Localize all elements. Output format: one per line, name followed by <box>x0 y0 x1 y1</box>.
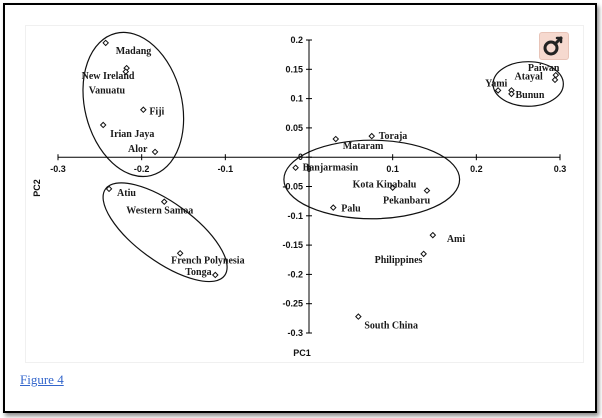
point-label: Banjarmasin <box>303 163 359 174</box>
point-label: Mataram <box>343 141 384 152</box>
plot-panel <box>25 25 584 363</box>
point-marker <box>140 106 147 114</box>
point-marker <box>99 121 107 129</box>
point-marker <box>151 148 159 156</box>
cluster-ellipse <box>102 182 228 283</box>
point-marker <box>102 39 109 47</box>
x-tick-label: -0.3 <box>50 164 66 174</box>
point-label: Pekanbaru <box>383 196 431 207</box>
point-label: Atiu <box>117 188 136 199</box>
cluster-ellipse <box>283 139 461 220</box>
x-tick-label: 0.3 <box>554 164 567 174</box>
point-label: Paiwan <box>528 63 560 74</box>
cluster-ellipses <box>82 31 564 283</box>
cluster-ellipse <box>492 61 564 107</box>
point-marker <box>160 198 168 206</box>
x-axis-title: PC1 <box>293 348 311 358</box>
magnify-button[interactable] <box>539 32 569 60</box>
point-marker <box>105 185 113 193</box>
point-marker <box>211 271 219 279</box>
y-tick-label: 0 <box>298 152 303 162</box>
y-tick-label: 0.1 <box>290 94 303 104</box>
x-tick-label: 0.1 <box>386 164 399 174</box>
point-marker <box>122 68 130 75</box>
point-label: Yami <box>485 78 507 89</box>
y-tick-label: 0.2 <box>290 35 303 45</box>
point-label: Ami <box>447 234 466 245</box>
point-label: South China <box>364 321 418 332</box>
point-marker <box>420 250 427 258</box>
point-marker <box>355 313 362 320</box>
point-label: Tonga <box>185 267 211 278</box>
point-label: New Ireland <box>82 71 135 82</box>
figure-frame <box>3 3 597 413</box>
point-label: Western Samoa <box>126 206 193 217</box>
y-tick-label: 0.15 <box>285 64 303 74</box>
point-label: French Polynesia <box>171 255 244 266</box>
point-label: Fiji <box>149 107 164 118</box>
point-marker <box>176 249 184 257</box>
point-marker <box>551 76 559 84</box>
point-marker <box>292 164 299 172</box>
x-tick-label: 0 <box>306 164 311 174</box>
point-label: Irian Jaya <box>110 129 154 140</box>
point-label: Bunun <box>515 90 544 101</box>
point-marker <box>423 187 431 194</box>
x-tick-label: 0.2 <box>470 164 483 174</box>
point-label: Madang <box>116 46 152 57</box>
y-tick-label: -0.3 <box>287 328 303 338</box>
point-marker <box>329 204 337 211</box>
x-tick-label: -0.1 <box>218 164 234 174</box>
point-label: Vanuatu <box>89 86 126 97</box>
y-tick-label: -0.05 <box>282 182 303 192</box>
point-marker <box>494 87 502 94</box>
y-tick-label: 0.05 <box>285 123 303 133</box>
point-marker <box>332 135 340 143</box>
y-tick-label: -0.25 <box>282 299 303 309</box>
point-marker <box>389 184 396 191</box>
y-axis-title: PC2 <box>32 179 42 197</box>
point-marker <box>429 231 437 239</box>
point-label: Kota Kinabalu <box>353 180 417 191</box>
point-label: Palu <box>341 204 361 215</box>
y-tick-label: -0.2 <box>287 269 303 279</box>
x-tick-label: -0.2 <box>134 164 150 174</box>
point-marker <box>508 90 515 98</box>
point-label: Toraja <box>379 131 408 142</box>
point-label: Atayal <box>514 71 543 82</box>
point-label: Alor <box>128 144 148 155</box>
point-label: Philippines <box>375 255 423 266</box>
cluster-ellipse <box>82 31 185 178</box>
magnify-icon <box>543 36 563 56</box>
figure-link[interactable]: Figure 4 <box>20 372 64 387</box>
point-marker <box>368 132 376 140</box>
y-tick-label: -0.15 <box>282 240 303 250</box>
y-tick-label: -0.1 <box>287 211 303 221</box>
